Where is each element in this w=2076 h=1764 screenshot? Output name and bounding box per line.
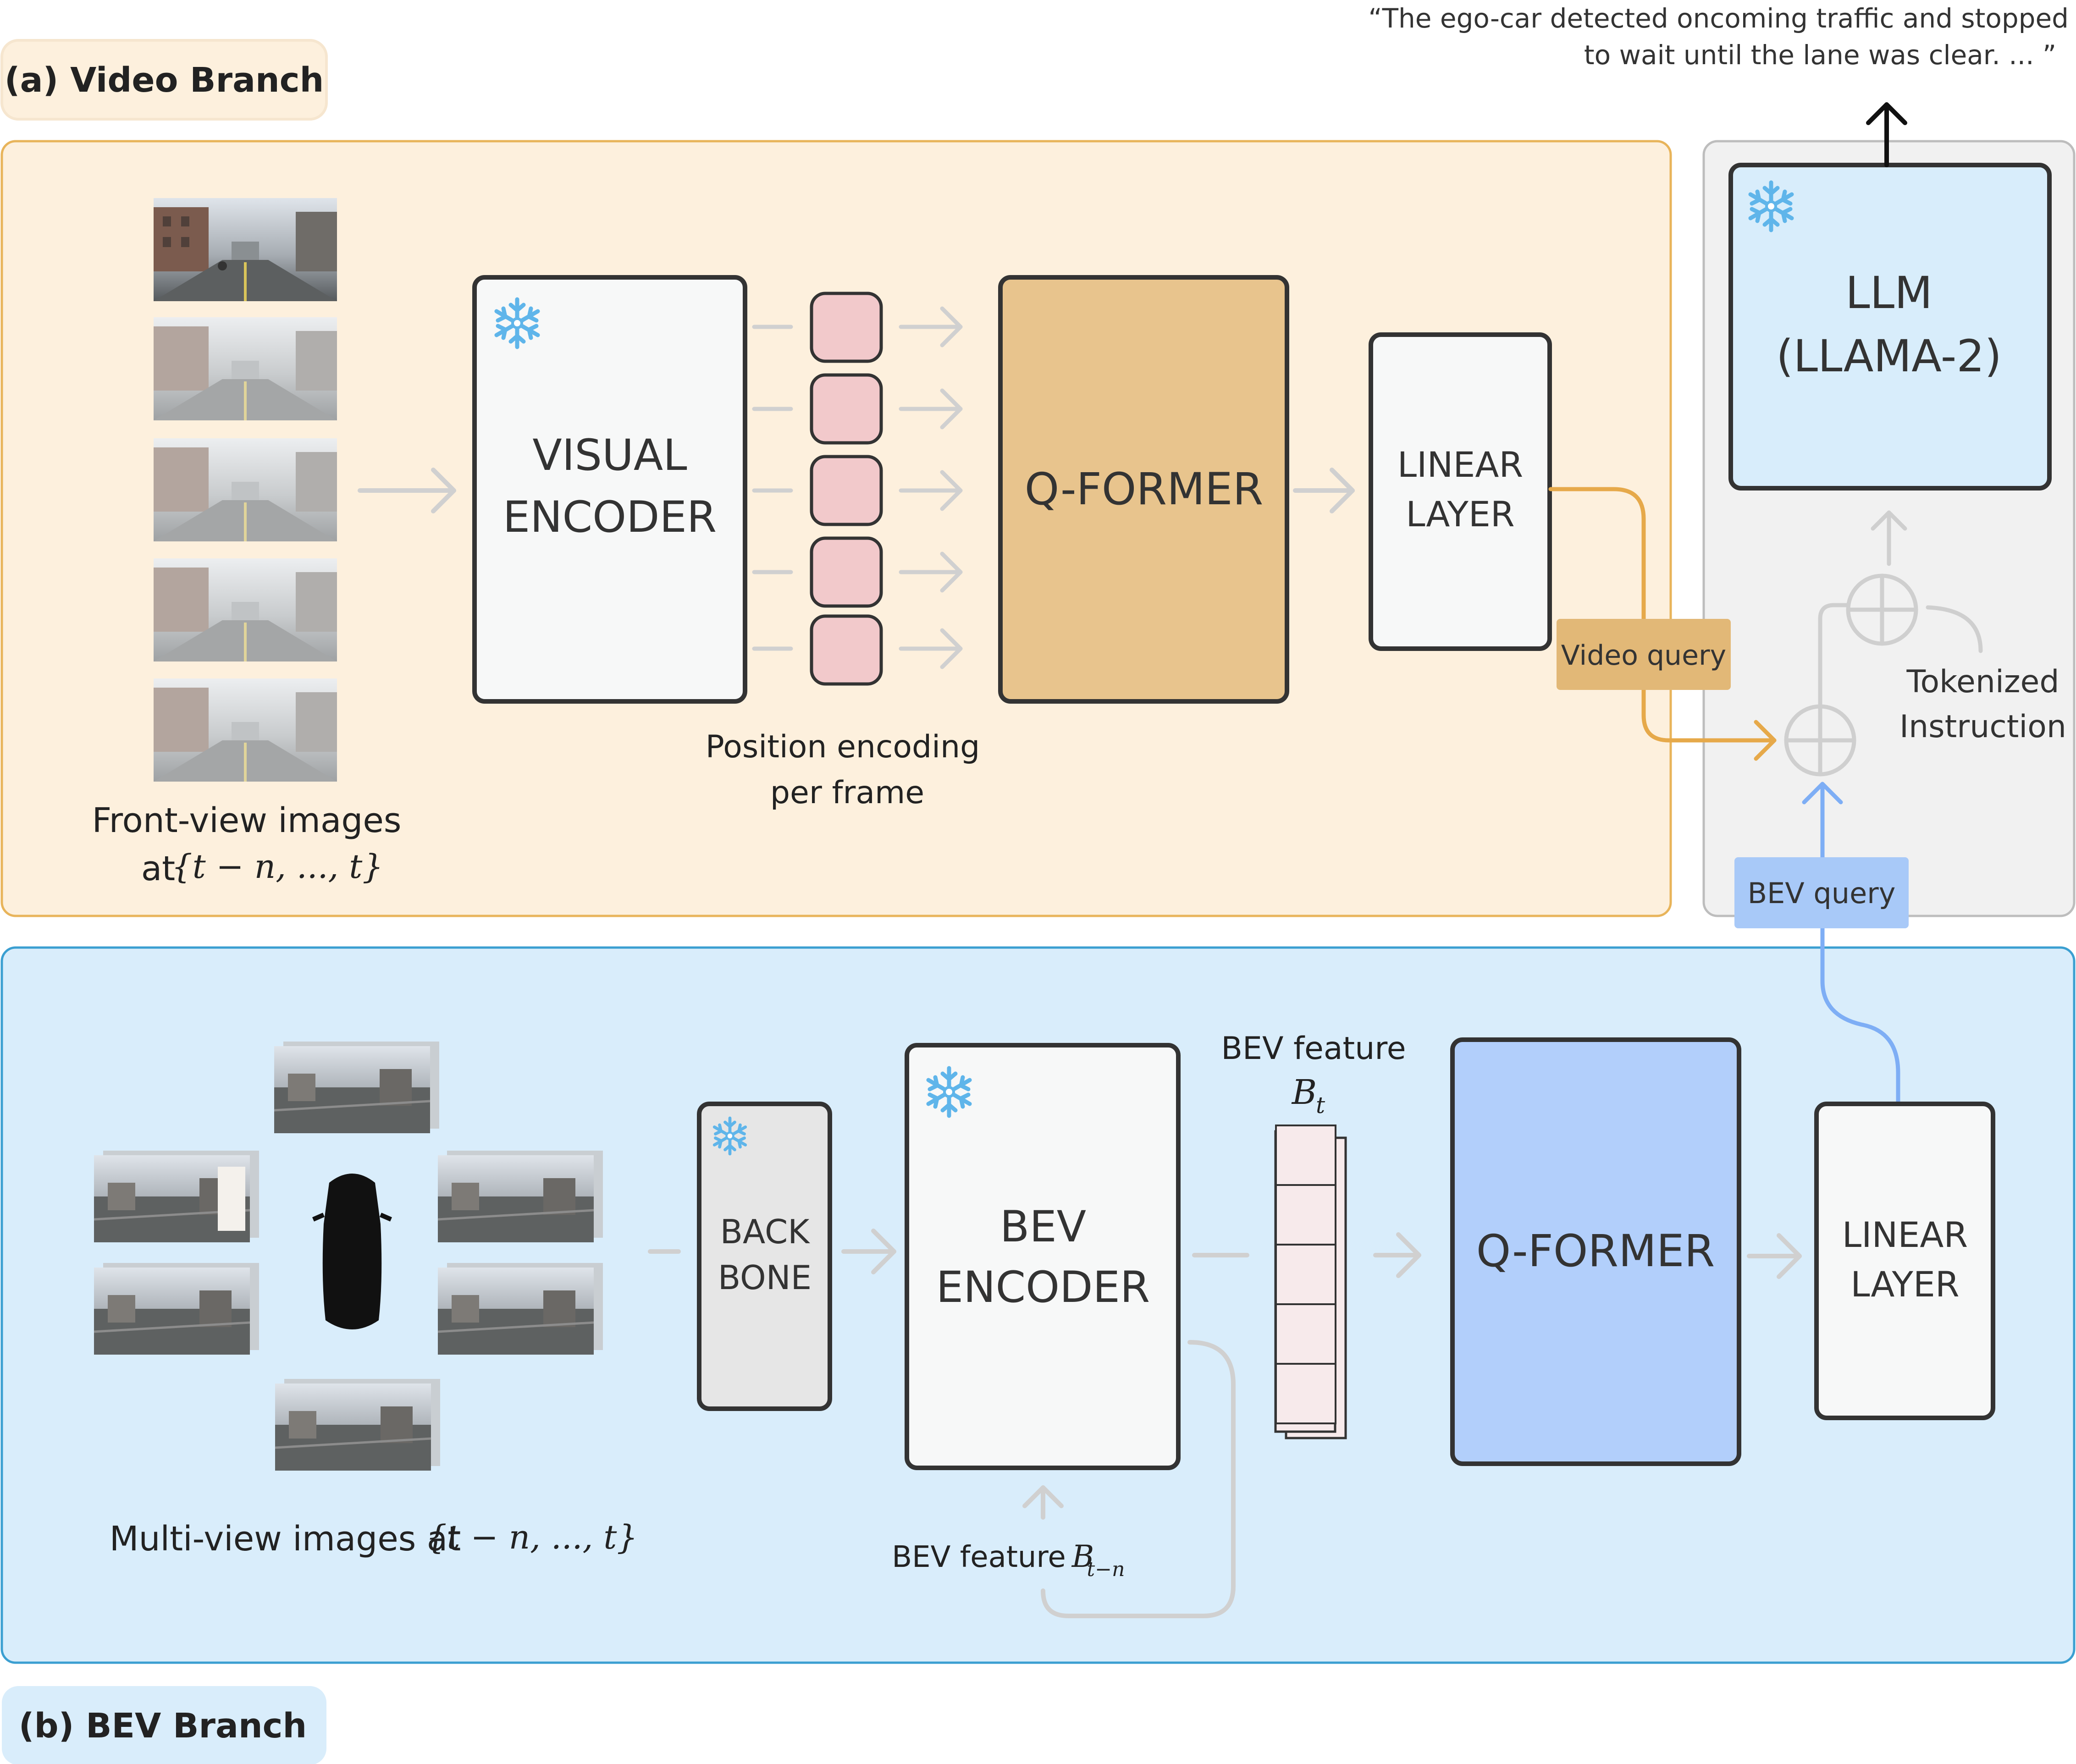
position-token <box>810 614 883 686</box>
bev-query-tag: BEV query <box>1734 857 1909 928</box>
camera-view-front-left <box>94 1151 259 1242</box>
visual-encoder: VISUAL ENCODER <box>472 275 747 704</box>
video-qformer-label: Q-FORMER <box>1025 463 1264 515</box>
bev-linear-label-2: LAYER <box>1850 1264 1959 1305</box>
llm-box: LLM (LLAMA-2) <box>1728 163 2052 491</box>
front-view-caption-prefix: at <box>141 849 175 888</box>
video-query-tag: Video query <box>1557 619 1731 690</box>
front-view-frame <box>154 317 337 420</box>
front-view-frames <box>154 198 337 782</box>
video-linear-layer: LINEAR LAYER <box>1369 332 1552 651</box>
backbone-label-1: BACK <box>720 1213 811 1251</box>
front-view-frame <box>154 438 337 541</box>
front-view-frame <box>154 678 337 782</box>
position-token <box>810 292 883 363</box>
fusion-connections <box>1784 510 1983 777</box>
bev-branch-label: (b) BEV Branch <box>2 1686 326 1764</box>
bev-branch-title: (b) BEV Branch <box>19 1706 307 1746</box>
camera-view-front <box>274 1042 439 1133</box>
bev-feature-symbol: B <box>1291 1073 1317 1112</box>
bev-query-label: BEV query <box>1748 876 1896 910</box>
multi-view-images <box>94 1042 603 1471</box>
bev-linear-label-1: LINEAR <box>1842 1214 1968 1255</box>
bev-feature-label: BEV feature <box>1221 1031 1406 1067</box>
bev-linear-layer: LINEAR LAYER <box>1814 1102 1995 1420</box>
backbone-label-2: BONE <box>718 1258 812 1297</box>
position-token <box>810 455 883 526</box>
camera-view-back <box>275 1379 440 1471</box>
position-encoding-caption-2: per frame <box>770 775 924 811</box>
position-encoding-caption-1: Position encoding <box>706 729 980 765</box>
position-token <box>810 536 883 608</box>
arrow-images-to-backbone <box>648 1229 896 1274</box>
multi-view-caption-prefix: Multi-view images at <box>110 1519 461 1559</box>
front-view-frame <box>154 198 337 301</box>
arrow-bev-qformer-to-linear <box>1747 1233 1802 1279</box>
prev-bev-feature-subscript: t−n <box>1087 1558 1125 1581</box>
front-view-caption: Front-view images <box>92 801 402 840</box>
prev-bev-feature-symbol: B <box>1071 1539 1094 1574</box>
arrow-frames-to-encoder <box>358 468 456 513</box>
visual-encoder-label-2: ENCODER <box>503 492 717 542</box>
video-linear-label-2: LAYER <box>1406 494 1514 535</box>
visual-encoder-label-1: VISUAL <box>532 430 687 480</box>
video-query-label: Video query <box>1561 639 1726 672</box>
position-encoding-tokens <box>810 292 883 686</box>
video-query-path <box>1548 487 1777 761</box>
llm-label-2: (LLAMA-2) <box>1776 331 2002 382</box>
video-branch-title: (a) Video Branch <box>5 61 324 100</box>
backbone: BACK BONE <box>697 1102 832 1411</box>
video-branch-label: (a) Video Branch <box>0 39 328 121</box>
prev-bev-feature-label: BEV feature <box>892 1540 1066 1574</box>
position-token <box>810 373 883 445</box>
llm-label-1: LLM <box>1845 267 1932 319</box>
tokenized-instruction-label-2: Instruction <box>1899 709 2066 745</box>
bev-encoder: BEV ENCODER <box>905 1043 1181 1470</box>
bev-feature-stack <box>1274 1125 1347 1439</box>
bev-encoder-label-2: ENCODER <box>936 1262 1150 1312</box>
bev-feature-arrows <box>1022 1232 1421 1618</box>
output-text-line-2: to wait until the lane was clear. ... ” <box>1584 39 2056 71</box>
bev-query-path <box>1802 782 1900 1105</box>
front-view-frame <box>154 558 337 662</box>
camera-view-front-right <box>438 1151 603 1242</box>
front-view-time-range: {t − n, ..., t} <box>171 847 383 886</box>
arrow-qformer-to-linear <box>1293 468 1355 513</box>
output-arrow <box>1866 102 1907 167</box>
car-top-view-icon <box>312 1174 392 1329</box>
camera-view-back-left <box>94 1263 259 1355</box>
video-qformer: Q-FORMER <box>998 275 1289 704</box>
bev-qformer: Q-FORMER <box>1450 1037 1741 1466</box>
token-arrows <box>752 306 963 669</box>
output-text-line-1: “The ego-car detected oncoming traffic a… <box>1369 3 2069 34</box>
multi-view-time-range: {t − n, ..., t} <box>426 1518 638 1556</box>
video-linear-label-1: LINEAR <box>1397 444 1523 485</box>
tokenized-instruction-label-1: Tokenized <box>1906 664 2059 700</box>
output-text: “The ego-car detected oncoming traffic a… <box>1369 3 2069 71</box>
bev-feature-subscript: t <box>1316 1092 1325 1119</box>
bev-qformer-label: Q-FORMER <box>1476 1225 1715 1277</box>
camera-view-back-right <box>438 1263 603 1355</box>
bev-encoder-label-1: BEV <box>1000 1202 1086 1252</box>
